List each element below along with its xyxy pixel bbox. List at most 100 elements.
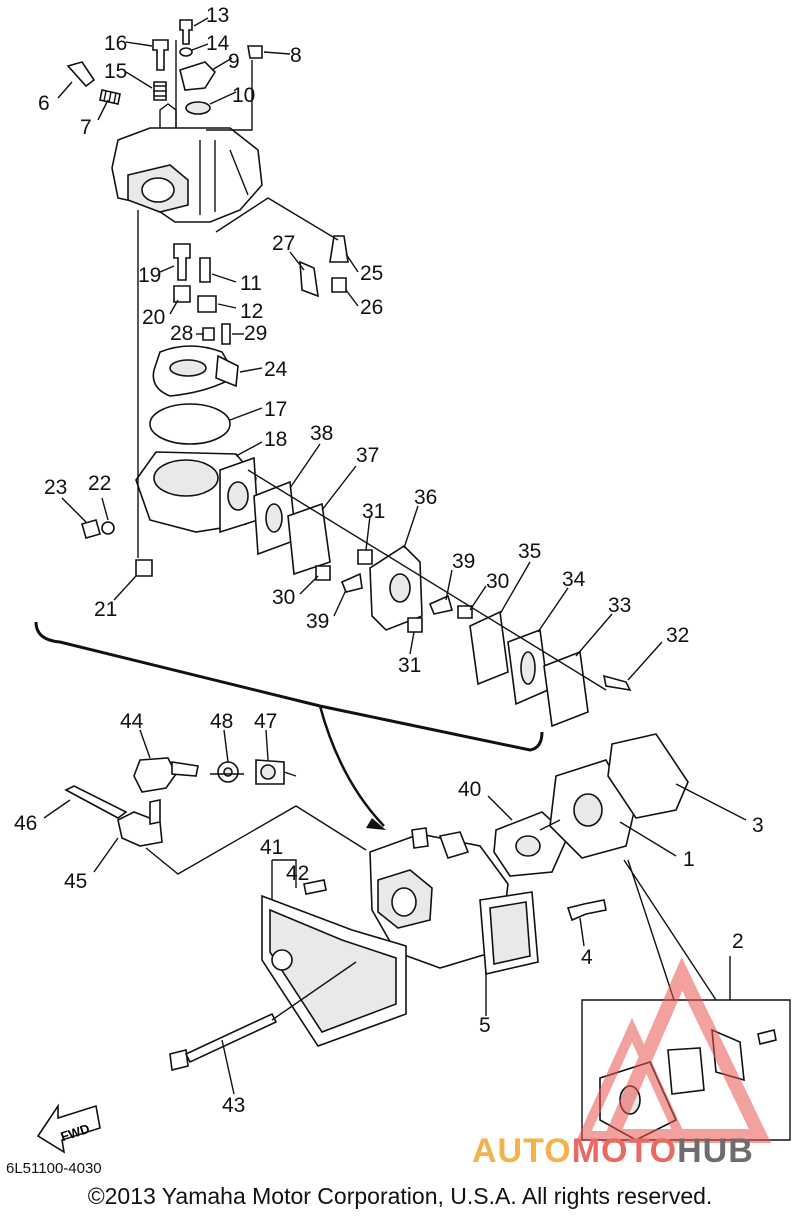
part-label: 7 [80, 116, 92, 139]
clip-27 [299, 260, 319, 298]
plug-8 [247, 45, 263, 59]
part-label: 30 [486, 570, 509, 593]
float-24 [152, 345, 239, 397]
part-label: 44 [120, 710, 144, 733]
part-label: 47 [254, 710, 277, 733]
part-label: 25 [360, 262, 383, 285]
screw-23 [81, 519, 101, 539]
cover-33 [543, 650, 589, 728]
holder-47 [255, 759, 285, 785]
pump-body-36 [369, 544, 423, 631]
part-label: 5 [479, 1014, 491, 1037]
part-label: 15 [104, 60, 127, 83]
part-label: 39 [452, 550, 475, 573]
washer-22 [101, 521, 115, 535]
choke-knob-44 [133, 757, 199, 793]
watermark-part2: MOTO [571, 1132, 678, 1170]
screw-13 [179, 19, 193, 45]
part-label: 18 [264, 428, 287, 451]
part-label: 30 [272, 586, 295, 609]
part-label: 40 [458, 778, 481, 801]
reference-lines-lower [145, 771, 717, 1021]
screw-30-left [315, 565, 331, 581]
part-label: 24 [264, 358, 288, 381]
jet-11 [199, 257, 211, 283]
carburetor-body-upper [111, 103, 263, 223]
part-label: 14 [206, 32, 230, 55]
part-label: 22 [88, 472, 111, 495]
seat-26 [331, 277, 347, 293]
screw-42 [303, 879, 327, 895]
lever-39-left [340, 572, 363, 593]
needle-25 [329, 235, 349, 263]
nut-31-lower [407, 617, 423, 633]
lever-39-right [428, 594, 454, 615]
silencer-41 [261, 894, 407, 1047]
part-label: 36 [414, 486, 437, 509]
part-label: 12 [240, 300, 263, 323]
part-label: 17 [264, 398, 287, 421]
screw-30-right [457, 605, 473, 619]
part-label: 26 [360, 296, 383, 319]
screw-28 [202, 327, 215, 341]
spring-15 [153, 81, 167, 101]
screw-32 [602, 674, 632, 692]
assembly-bracket [34, 621, 544, 830]
cover-9 [179, 61, 217, 91]
rod-46 [64, 785, 128, 819]
part-label: 29 [244, 322, 267, 345]
screw-16 [152, 39, 169, 71]
part-label: 43 [222, 1094, 245, 1117]
part-label: 28 [170, 322, 193, 345]
part-label: 21 [94, 598, 117, 621]
washer-14 [179, 47, 193, 57]
pin-29 [221, 323, 231, 345]
part-label: 37 [356, 444, 379, 467]
gasket-40 [493, 811, 569, 877]
part-label: 39 [306, 610, 329, 633]
watermark-part1: AUTO [472, 1132, 572, 1170]
part-label: 42 [286, 862, 309, 885]
leader-lines [43, 17, 747, 1095]
bolt-4 [566, 899, 607, 922]
reference-lines-upper [137, 40, 607, 691]
part-label: 45 [64, 870, 87, 893]
watermark-logo [576, 957, 772, 1143]
part-label: 16 [104, 32, 127, 55]
nut-31-upper [357, 549, 373, 565]
watermark-part3: HUB [677, 1132, 754, 1170]
part-label: 46 [14, 812, 37, 835]
jet-20 [173, 285, 191, 303]
part-label: 13 [206, 4, 229, 27]
watermark-text: AUTOMOTOHUB [472, 1132, 754, 1171]
part-label: 48 [210, 710, 233, 733]
part-label: 38 [310, 422, 333, 445]
part-label: 3 [752, 814, 764, 837]
part-label: 32 [666, 624, 689, 647]
spring-7 [99, 89, 121, 105]
bushing-48 [217, 761, 239, 783]
part-label: 27 [272, 232, 295, 255]
gasket-38 [253, 480, 297, 556]
gasket-10 [185, 101, 211, 115]
float-chamber-18 [135, 451, 259, 534]
bolt-43 [169, 1012, 278, 1071]
part-labels: 1 2 3 4 5 6 7 8 9 10 11 12 13 14 15 16 1… [14, 4, 764, 1117]
part-label: 23 [44, 476, 67, 499]
gasket-3 [607, 733, 689, 819]
gasket-17 [149, 403, 231, 445]
part-label: 35 [518, 540, 541, 563]
part-label: 4 [581, 946, 593, 969]
part-label: 41 [260, 836, 283, 859]
part-label: 33 [608, 594, 631, 617]
gasket-34 [507, 628, 549, 706]
screw-6 [66, 61, 96, 88]
gasket-35 [469, 610, 509, 686]
part-label: 2 [732, 930, 744, 953]
part-label: 20 [142, 306, 165, 329]
copyright-notice: ©2013 Yamaha Motor Corporation, U.S.A. A… [87, 1183, 713, 1209]
diaphragm-37 [287, 502, 331, 576]
diagram-code: 6L51100-4030 [6, 1160, 102, 1177]
part-label: 19 [138, 264, 161, 287]
